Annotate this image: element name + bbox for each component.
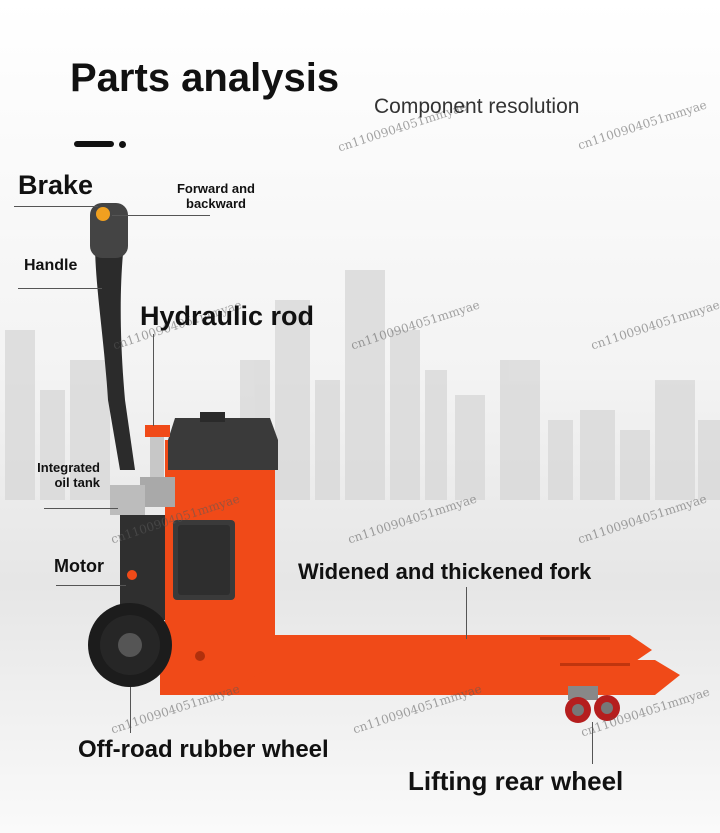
label-off-road-wheel: Off-road rubber wheel	[78, 736, 329, 763]
label-integrated-oil-tank: Integrated oil tank	[37, 460, 100, 490]
page-title: Parts analysis	[70, 56, 340, 100]
label-hydraulic-rod: Hydraulic rod	[140, 301, 315, 331]
label-motor: Motor	[54, 556, 104, 576]
leader-line-fork	[466, 587, 467, 639]
rear-wheels	[565, 686, 620, 723]
leader-line-motor	[56, 585, 126, 586]
page-subtitle: Component resolution	[374, 95, 580, 118]
label-forward-backward: Forward and backward	[176, 181, 255, 211]
handle-bar	[94, 210, 135, 470]
title-underline-dot	[119, 141, 126, 148]
leader-line-hydraulic-rod	[153, 334, 154, 426]
leader-line-oil-tank	[44, 508, 118, 509]
label-brake: Brake	[18, 170, 94, 200]
leader-line-off-road-wheel	[130, 687, 131, 733]
leader-line-forward-backward	[112, 215, 210, 216]
label-lifting-rear-wheel: Lifting rear wheel	[408, 766, 624, 796]
fork-arms	[230, 635, 680, 695]
title-underline-dash	[74, 141, 114, 147]
hydraulic-rod	[145, 425, 170, 437]
label-handle: Handle	[24, 257, 78, 274]
label-fork: Widened and thickened fork	[298, 559, 592, 584]
leader-line-handle	[18, 288, 102, 289]
city-skyline-background	[5, 270, 720, 500]
motor-block	[120, 515, 165, 620]
leader-line-brake	[14, 206, 98, 207]
top-cover	[168, 418, 278, 470]
brake-button	[96, 207, 110, 221]
leader-line-rear-wheel	[592, 722, 593, 764]
